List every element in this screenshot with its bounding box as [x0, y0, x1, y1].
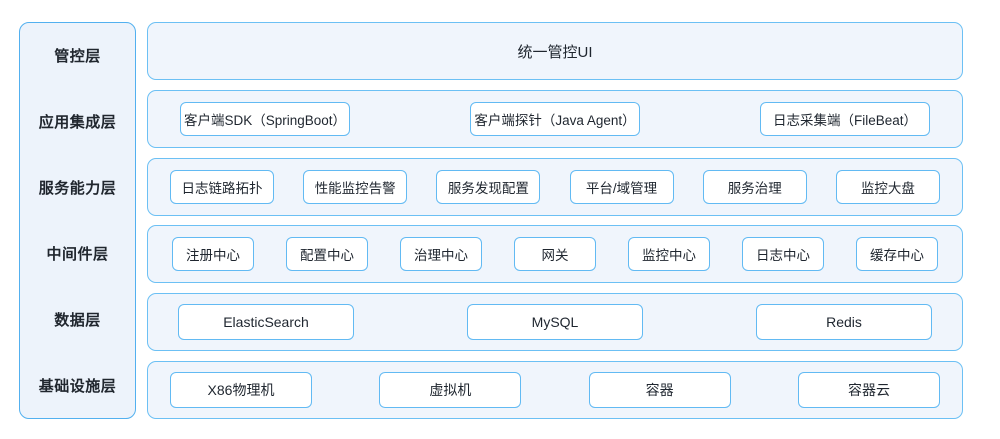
node-container[interactable]: 容器 [588, 371, 731, 408]
sidebar-item-middleware[interactable]: 中间件层 [20, 220, 135, 286]
node-service-discovery-config[interactable]: 服务发现配置 [436, 169, 541, 204]
node-mysql[interactable]: MySQL [467, 304, 643, 341]
sidebar-item-data[interactable]: 数据层 [20, 286, 135, 352]
layer-name-sidebar: 管控层 应用集成层 服务能力层 中间件层 数据层 基础设施层 [19, 22, 136, 419]
sidebar-item-label: 数据层 [54, 311, 101, 329]
node-log-center[interactable]: 日志中心 [742, 237, 824, 272]
layer-row-data: ElasticSearch MySQL Redis [147, 293, 963, 352]
node-monitoring-dashboard[interactable]: 监控大盘 [835, 169, 940, 204]
sidebar-item-service-capability[interactable]: 服务能力层 [20, 155, 135, 221]
sidebar-item-label: 基础设施层 [38, 377, 117, 395]
node-platform-domain-management[interactable]: 平台/域管理 [569, 169, 674, 204]
node-elasticsearch[interactable]: ElasticSearch [178, 304, 354, 341]
node-container-cloud[interactable]: 容器云 [797, 371, 940, 408]
node-performance-monitor-alarm[interactable]: 性能监控告警 [303, 169, 408, 204]
node-config-center[interactable]: 配置中心 [286, 237, 368, 272]
sidebar-item-label: 服务能力层 [38, 180, 117, 198]
node-virtual-machine[interactable]: 虚拟机 [379, 371, 522, 408]
node-log-trace-topology[interactable]: 日志链路拓扑 [170, 169, 274, 204]
layer-row-application-integration: 客户端SDK（SpringBoot） 客户端探针（Java Agent） 日志采… [147, 89, 963, 148]
node-gateway[interactable]: 网关 [514, 237, 596, 272]
layer-row-infrastructure: X86物理机 虚拟机 容器 容器云 [147, 360, 963, 419]
node-service-governance[interactable]: 服务治理 [702, 169, 807, 204]
node-monitoring-center[interactable]: 监控中心 [628, 237, 710, 272]
node-registry-center[interactable]: 注册中心 [172, 237, 254, 272]
node-log-collector[interactable]: 日志采集端（FileBeat） [760, 101, 930, 136]
node-redis[interactable]: Redis [756, 304, 932, 341]
node-client-sdk[interactable]: 客户端SDK（SpringBoot） [180, 101, 350, 136]
layer-row-service-capability: 日志链路拓扑 性能监控告警 服务发现配置 平台/域管理 服务治理 监控大盘 [147, 157, 963, 216]
sidebar-item-label: 中间件层 [46, 245, 109, 263]
layer-row-control: 统一管控UI [147, 22, 963, 80]
sidebar-item-infrastructure[interactable]: 基础设施层 [20, 352, 135, 418]
node-x86-physical-machine[interactable]: X86物理机 [170, 371, 312, 408]
node-cache-center[interactable]: 缓存中心 [856, 237, 938, 272]
node-client-agent[interactable]: 客户端探针（Java Agent） [470, 101, 640, 136]
sidebar-item-label: 管控层 [54, 48, 101, 66]
layer-row-middleware: 注册中心 配置中心 治理中心 网关 监控中心 日志中心 缓存中心 [147, 225, 963, 284]
node-unified-control-ui[interactable]: 统一管控UI [517, 43, 593, 61]
sidebar-item-control[interactable]: 管控层 [20, 23, 135, 89]
layer-rows-stack: 统一管控UI 客户端SDK（SpringBoot） 客户端探针（Java Age… [147, 22, 963, 419]
node-governance-center[interactable]: 治理中心 [400, 237, 482, 272]
sidebar-item-application-integration[interactable]: 应用集成层 [20, 89, 135, 155]
sidebar-item-label: 应用集成层 [38, 114, 117, 132]
